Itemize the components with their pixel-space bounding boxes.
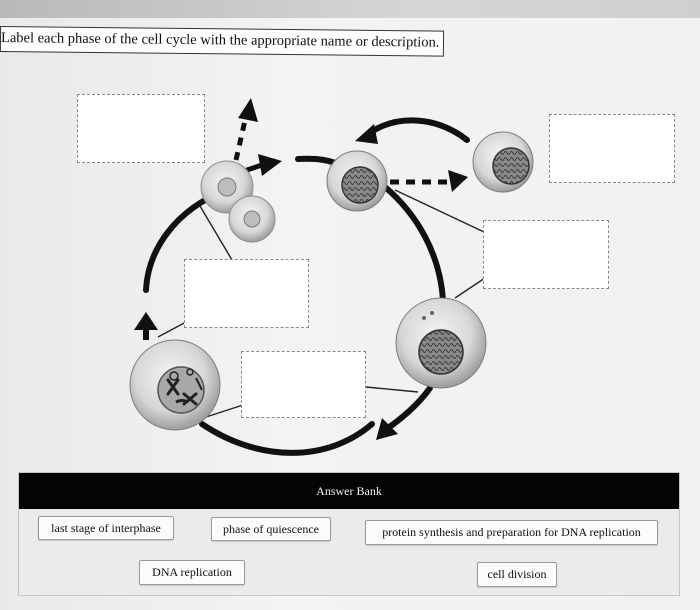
cycle-arc-lower-right xyxy=(382,385,433,433)
leader-line-1 xyxy=(199,205,233,261)
arrowhead-to-g0 xyxy=(448,170,468,192)
answer-chip-last-stage-of-interphase[interactable]: last stage of interphase xyxy=(38,516,174,540)
leader-line-3 xyxy=(454,277,486,299)
g0-arc xyxy=(365,117,470,143)
dashed-arrow-up xyxy=(233,115,249,161)
mitotic-cell xyxy=(129,339,221,431)
leader-line-5 xyxy=(202,404,244,419)
leader-line-2 xyxy=(394,189,485,233)
cycle-arc-bottom xyxy=(199,421,375,456)
browser-edge xyxy=(0,0,700,18)
answer-bank-header: Answer Bank xyxy=(19,473,679,509)
arrowhead-to-g1 xyxy=(258,154,282,176)
daughter-cells xyxy=(200,160,276,243)
label-drop-box-4[interactable] xyxy=(184,259,309,328)
leader-line-4 xyxy=(157,321,187,338)
answer-chip-dna-replication[interactable]: DNA replication xyxy=(139,560,245,585)
g2-cell xyxy=(395,297,487,389)
answer-chip-phase-of-quiescence[interactable]: phase of quiescence xyxy=(211,517,331,541)
cycle-arc-right xyxy=(382,184,446,303)
answer-chip-cell-division[interactable]: cell division xyxy=(477,562,557,587)
label-drop-box-2[interactable] xyxy=(549,114,675,183)
arrowhead-left-up xyxy=(134,312,158,330)
arrowhead-lower-right xyxy=(376,418,398,440)
label-drop-box-5[interactable] xyxy=(241,351,366,418)
g1-cell xyxy=(326,150,388,212)
label-drop-box-1[interactable] xyxy=(77,94,205,163)
arrowhead-up xyxy=(238,98,258,122)
g0-cell xyxy=(472,131,534,193)
arrowhead-g0-return xyxy=(355,124,378,144)
cell-cycle-diagram xyxy=(129,98,534,456)
leader-line-6 xyxy=(365,386,419,393)
answer-chip-protein-synthesis[interactable]: protein synthesis and preparation for DN… xyxy=(365,520,658,545)
label-drop-box-3[interactable] xyxy=(483,220,609,289)
